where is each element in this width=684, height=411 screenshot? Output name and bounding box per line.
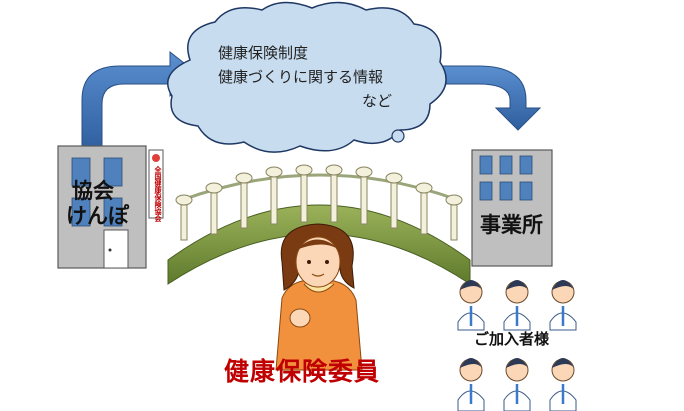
member-figures <box>457 280 577 411</box>
cloud-text-line1: 健康保険制度 <box>218 44 309 62</box>
association-building <box>57 145 164 269</box>
office-name: 事業所 <box>480 213 543 237</box>
flow-arrow-right <box>417 65 542 131</box>
association-name-line2: けんぽ <box>66 204 129 228</box>
committee-member-figure <box>275 223 363 371</box>
member-figure <box>503 358 531 411</box>
member-figure <box>457 358 485 411</box>
association-logo-icon <box>152 154 160 162</box>
cloud-text-line3: など <box>362 92 393 110</box>
association-sign-text: 全国健康保険協会 <box>154 166 162 222</box>
bridge <box>167 164 471 285</box>
member-figure <box>549 280 577 331</box>
association-name-line1: 協会 <box>72 179 114 203</box>
office-building <box>471 149 553 267</box>
member-figure <box>549 358 577 411</box>
member-figure <box>503 280 531 331</box>
association-sign <box>148 149 164 219</box>
cloud-shape <box>167 1 447 153</box>
members-label: ご加入者様 <box>474 330 550 348</box>
member-figure <box>457 280 485 331</box>
cloud-puff-small <box>391 129 405 143</box>
committee-member-title: 健康保険委員 <box>224 357 381 386</box>
cloud-text-line2: 健康づくりに関する情報 <box>218 68 384 86</box>
